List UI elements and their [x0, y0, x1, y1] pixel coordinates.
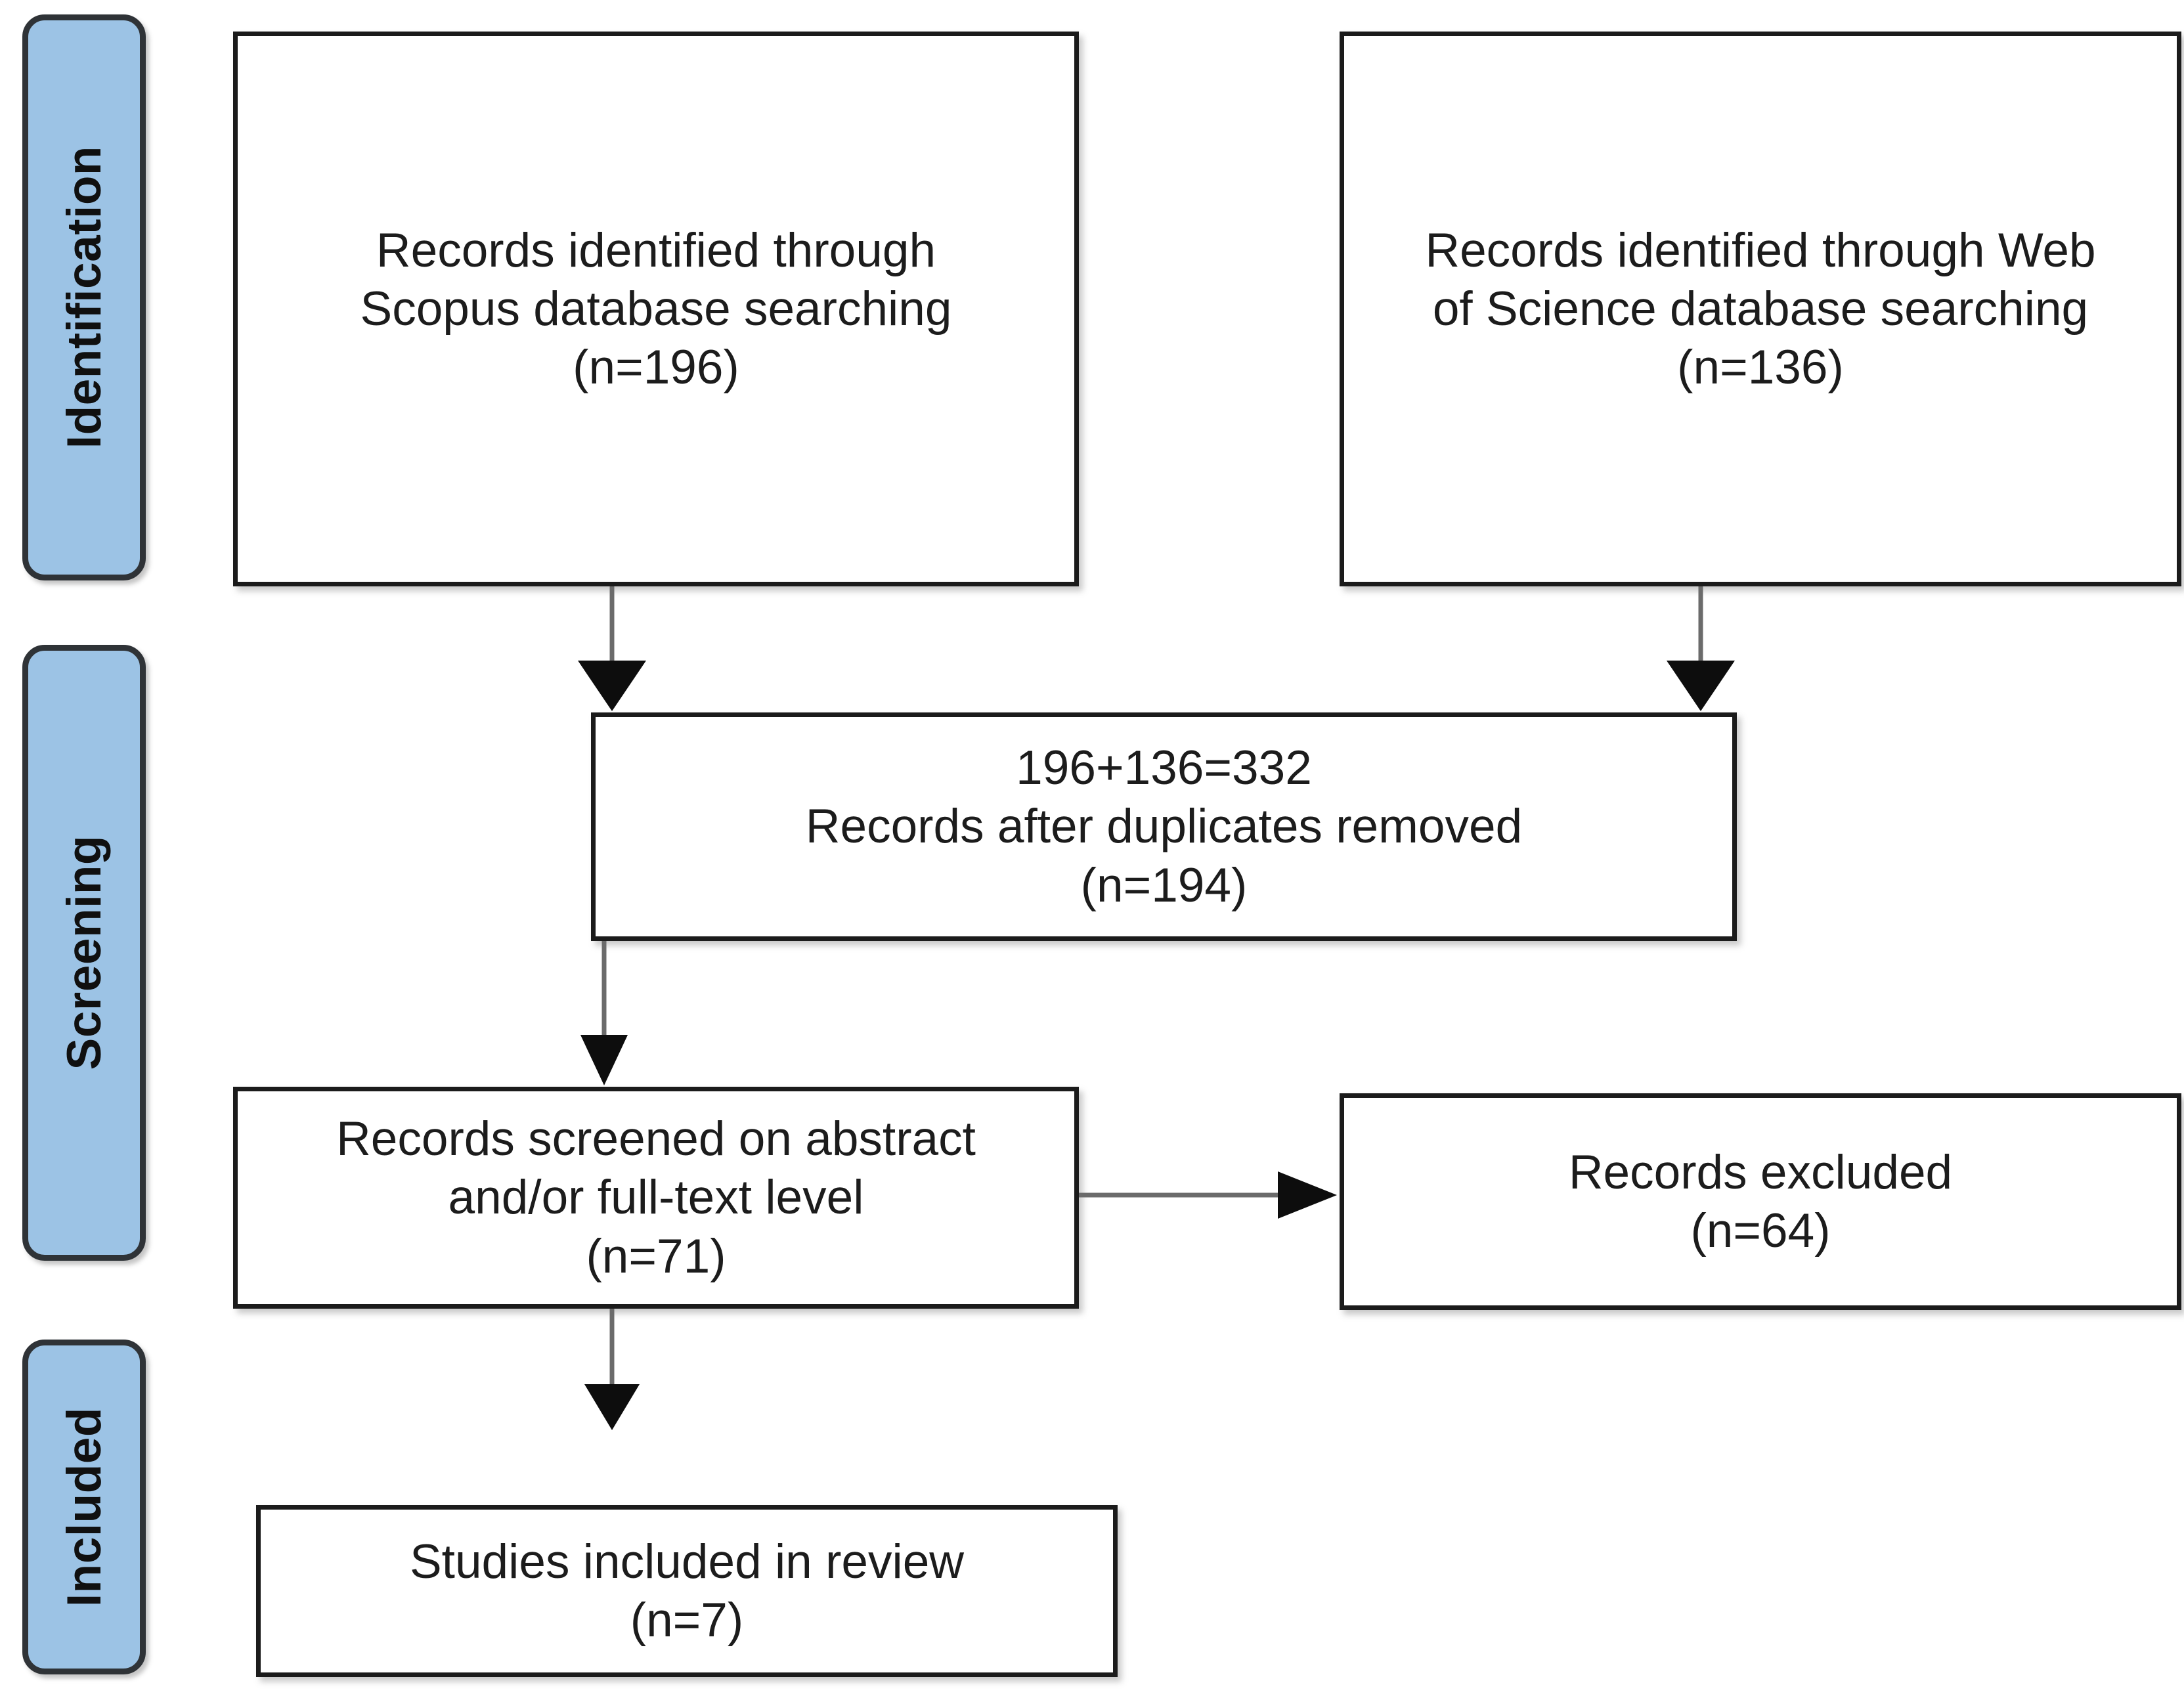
flow-box-wos-text: Records identified through Web of Scienc…	[1425, 223, 2096, 395]
arrow-scopus-to-duplicates	[578, 586, 646, 711]
arrow-duplicates-to-screened	[580, 941, 628, 1085]
flow-box-screened-text: Records screened on abstract and/or full…	[336, 1112, 976, 1283]
flow-box-duplicates-text: 196+136=332 Records after duplicates rem…	[805, 741, 1523, 912]
flow-box-records-identified-web-of-science: Records identified through Web of Scienc…	[1340, 32, 2181, 586]
flow-box-studies-included-in-review: Studies included in review (n=7)	[256, 1505, 1118, 1677]
arrow-wos-to-duplicates	[1667, 586, 1735, 711]
flow-box-records-after-duplicates-removed: 196+136=332 Records after duplicates rem…	[591, 712, 1737, 941]
flow-box-excluded-text: Records excluded (n=64)	[1568, 1145, 1953, 1257]
phase-label-identification: Identification	[22, 14, 146, 580]
arrow-screened-to-excluded	[1079, 1171, 1337, 1219]
phase-label-included-text: Included	[57, 1407, 111, 1607]
phase-label-identification-text: Identification	[57, 146, 111, 449]
flow-box-scopus-text: Records identified through Scopus databa…	[360, 223, 952, 395]
phase-label-included: Included	[22, 1340, 146, 1674]
flow-box-included-text: Studies included in review (n=7)	[409, 1535, 965, 1647]
phase-label-screening: Screening	[22, 645, 146, 1261]
arrow-screened-to-included	[584, 1309, 640, 1430]
flow-box-records-screened: Records screened on abstract and/or full…	[233, 1087, 1079, 1309]
phase-label-screening-text: Screening	[57, 835, 111, 1070]
flow-box-records-excluded: Records excluded (n=64)	[1340, 1093, 2181, 1310]
flow-box-records-identified-scopus: Records identified through Scopus databa…	[233, 32, 1079, 586]
